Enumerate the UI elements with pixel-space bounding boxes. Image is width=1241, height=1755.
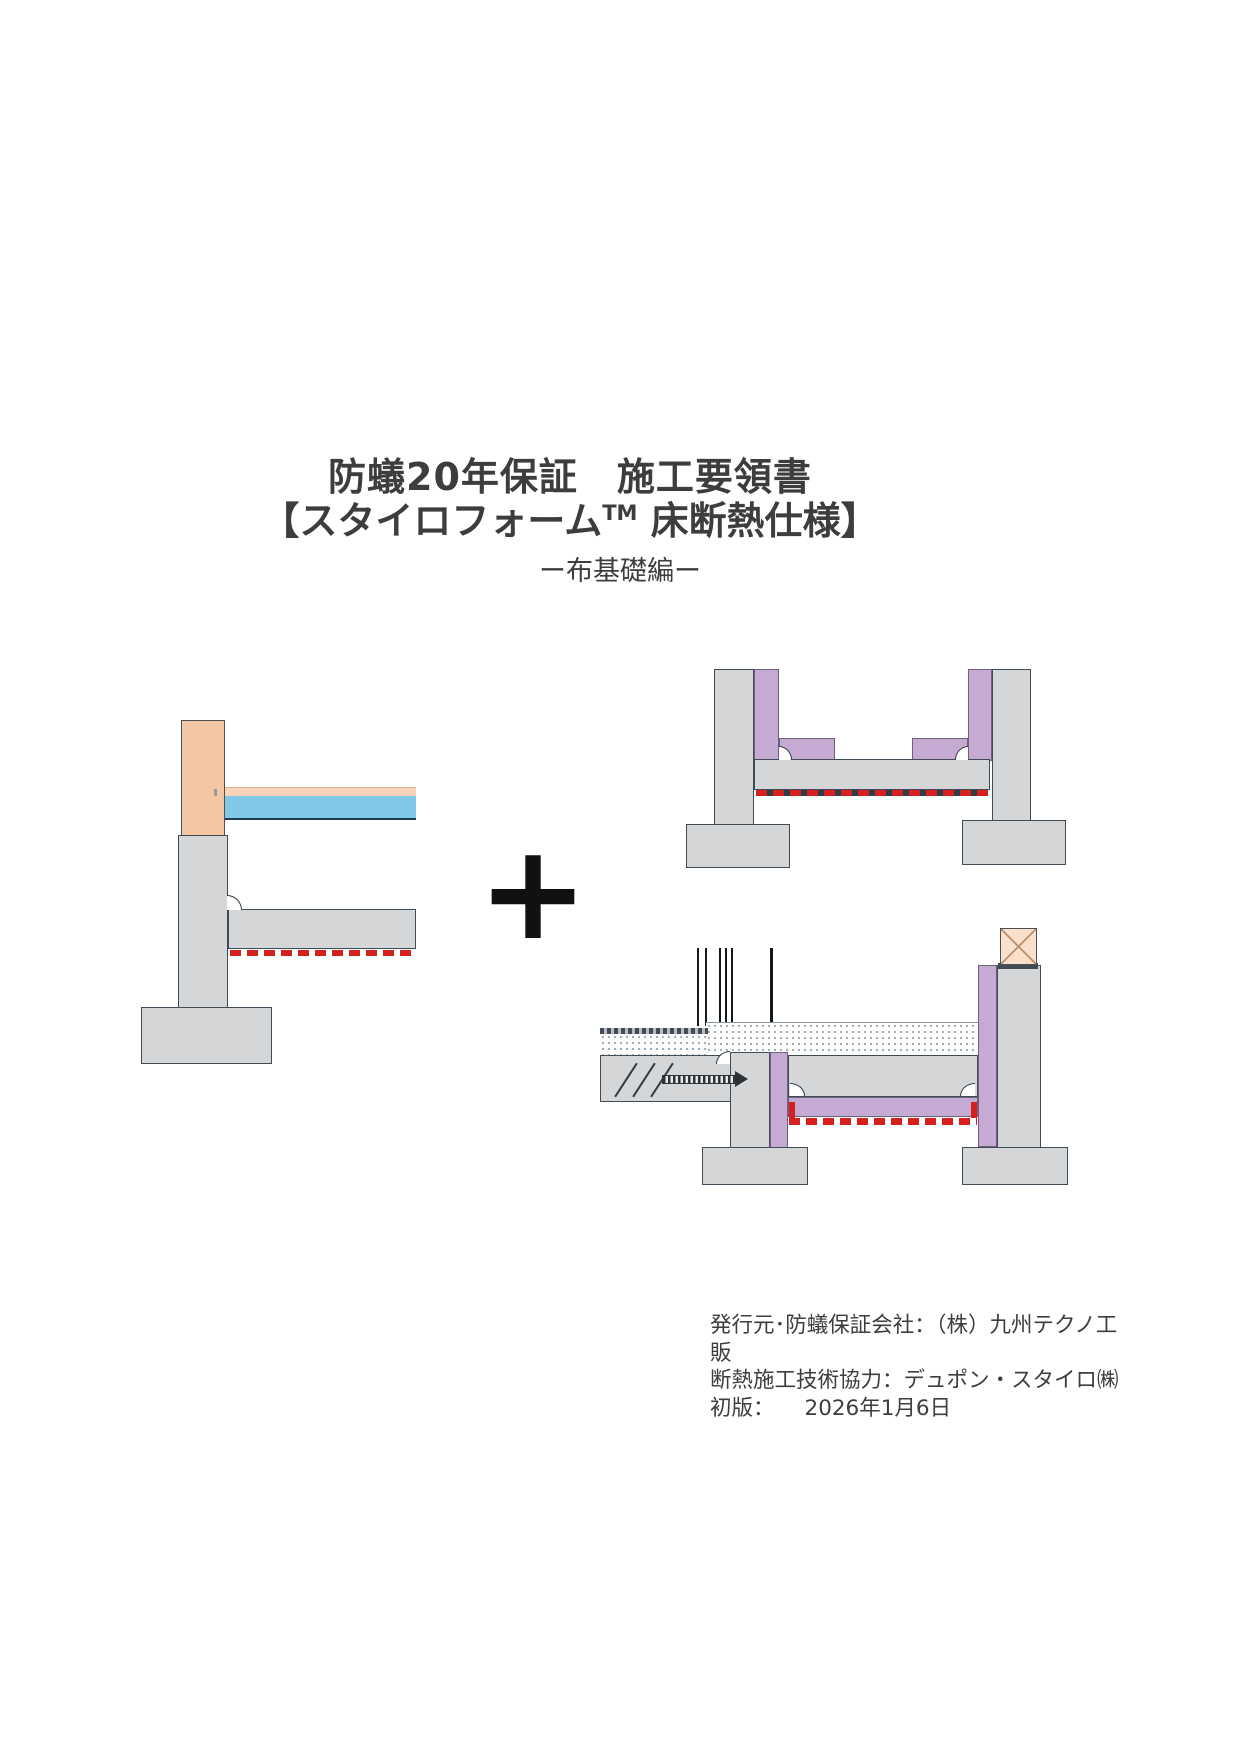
anchor-bolt-line <box>770 948 773 1022</box>
right-footing <box>962 1147 1068 1185</box>
right-footing <box>962 820 1066 865</box>
center-stem-wall <box>730 1052 770 1148</box>
termite-barrier-end-tick <box>971 1102 977 1118</box>
right-vertical-insulation <box>968 669 992 761</box>
underside-insulation-board <box>788 1097 978 1117</box>
left-stem-wall <box>714 669 754 826</box>
termite-barrier-end-tick <box>789 1102 795 1118</box>
footer-edition-date: 2026年1月6日 <box>804 1395 952 1421</box>
title-line1: 防蟻20年保証 施工要領書 <box>328 455 812 499</box>
foundation-stem-wall <box>178 835 228 1009</box>
title-line2: 【スタイロフォームTM 床断熱仕様】 <box>70 490 1070 545</box>
termite-barrier-dashed-line <box>230 950 415 956</box>
title-line3-subtitle: ー布基礎編ー <box>539 556 701 587</box>
termite-barrier-dashed-line <box>789 1118 977 1125</box>
left-footing <box>686 824 790 868</box>
floor-ground-beam <box>788 1055 978 1097</box>
sealant-bead-icon <box>960 1083 975 1096</box>
flooring-board <box>225 787 416 796</box>
sealant-bead-icon <box>227 895 242 910</box>
title-line2-prefix: 【スタイロフォーム <box>261 499 603 543</box>
termite-barrier-dashed-line <box>756 790 988 796</box>
plus-sign: + <box>477 816 589 970</box>
footer-credits: 発行元･防蟻保証会社：（株）九州テクノ工販 断熱施工技術協力：デュポン・スタイロ… <box>710 1312 1130 1422</box>
footer-edition-label: 初版： <box>710 1395 775 1421</box>
anchor-screw-icon <box>662 1075 736 1084</box>
right-stem-wall <box>992 669 1031 821</box>
right-stem-wall <box>997 965 1041 1148</box>
center-vertical-insulation <box>770 1052 788 1148</box>
ground-surface-strip <box>600 1028 708 1034</box>
anchor-bolt-line <box>731 948 733 1022</box>
title-line2-suffix: 床断熱仕様】 <box>637 499 879 543</box>
foundation-footing <box>141 1007 272 1064</box>
anchor-bolt-line <box>719 948 721 1022</box>
wood-sill-post <box>181 720 225 836</box>
sill-packer-strip <box>998 963 1038 969</box>
left-vertical-insulation <box>754 669 779 761</box>
styrofoam-floor-insulation <box>225 796 416 820</box>
exterior-mortar-stipple <box>600 1034 707 1055</box>
connecting-ground-beam <box>754 759 990 790</box>
footer-cooperation-line: 断熱施工技術協力：デュポン・スタイロ㈱ <box>710 1368 1119 1393</box>
center-footing <box>702 1147 808 1185</box>
anchor-bolt-line <box>725 948 727 1022</box>
trademark-superscript: TM <box>602 501 638 525</box>
footer-edition-line: 初版： 2026年1月6日 <box>710 1395 1130 1423</box>
right-vertical-insulation <box>978 965 997 1147</box>
anchor-bolt-line <box>705 948 707 1026</box>
mortar-bed-stipple <box>706 1022 978 1055</box>
sealant-bead-icon <box>955 746 968 760</box>
anchor-screw-head-icon <box>735 1071 748 1087</box>
anchor-bolt-line <box>697 948 699 1026</box>
sealant-bead-icon <box>716 1051 730 1064</box>
post-joint-mark <box>214 789 217 796</box>
lumber-cross-section-icon <box>1000 928 1037 965</box>
concrete-ledge-slab <box>228 909 416 949</box>
footer-publisher-line: 発行元･防蟻保証会社：（株）九州テクノ工販 <box>710 1313 1118 1366</box>
